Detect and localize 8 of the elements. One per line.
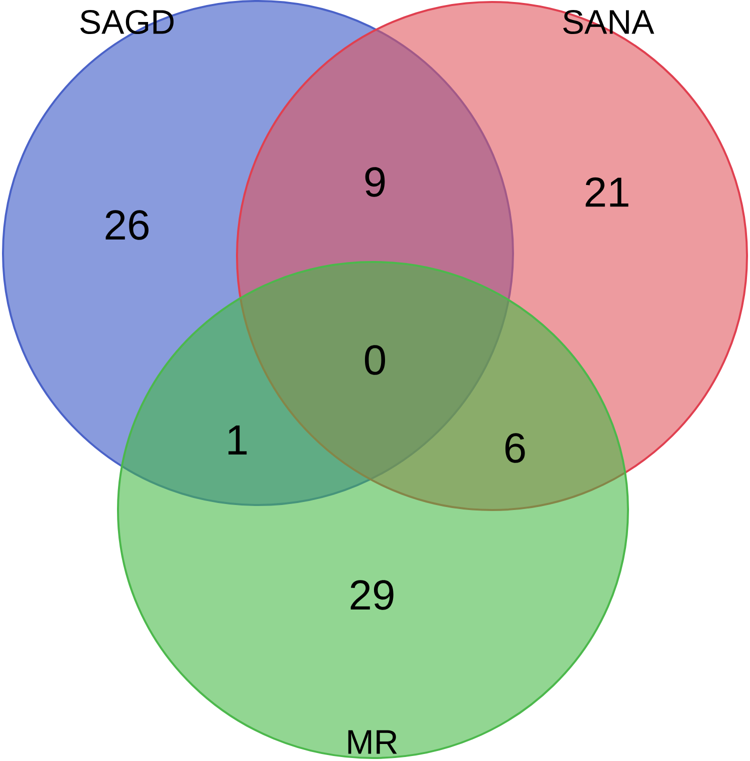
region-count: 21: [586, 177, 628, 207]
region-count: 6: [505, 433, 525, 463]
region-count: 26: [106, 210, 148, 240]
region-count: 9: [365, 167, 385, 197]
region-count: 1: [228, 426, 247, 454]
region-count: 29: [350, 580, 394, 610]
region-count: 0: [364, 345, 386, 375]
set-label: MR: [348, 730, 397, 754]
